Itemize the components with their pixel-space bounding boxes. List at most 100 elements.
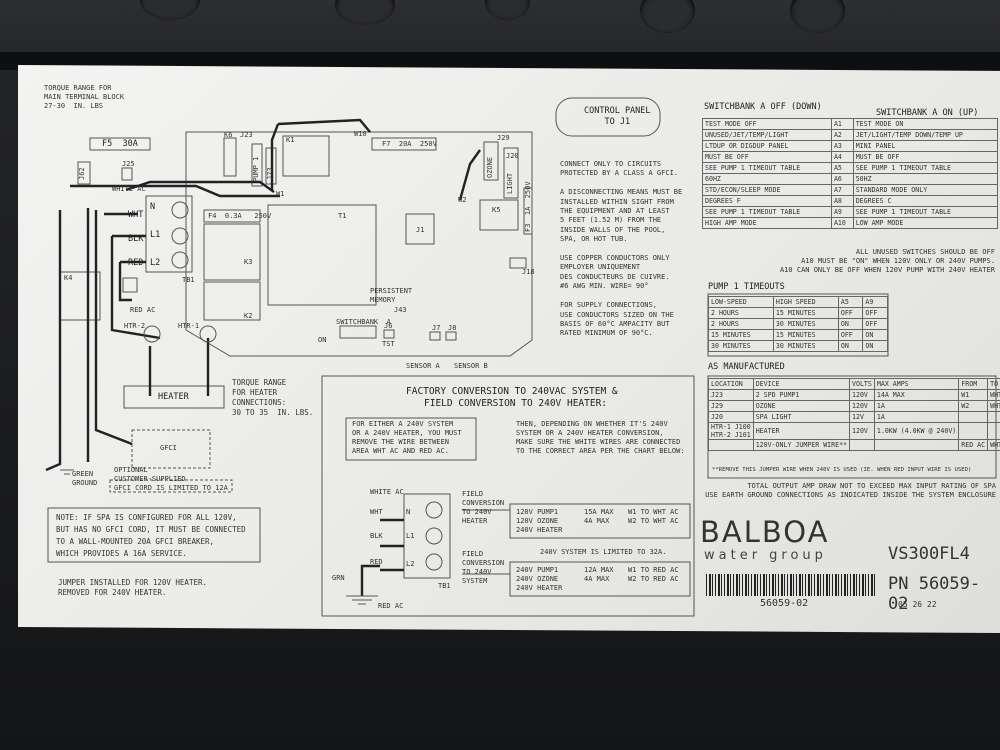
wht-label: WHT [128,210,144,220]
table-cell: 30 MINUTES [772,340,839,352]
table-cell: RED AC [958,439,989,451]
enclosure-bump [140,0,200,20]
table-cell: OFF [837,307,864,319]
table-cell: J20 [708,411,754,423]
barcode-text: 56059-02 [760,598,809,609]
table-cell [987,422,1000,440]
table-cell: 1.0KW (4.0KW @ 240V) [873,422,960,440]
table-cell: DEGREES F [702,195,832,207]
j18-label: J18 [522,268,535,276]
limit-note: 240V SYSTEM IS LIMITED TO 32A. [540,548,667,556]
red-label: RED [128,258,144,268]
table-cell: WHT AC [987,439,1000,451]
header-cell: MAX AMPS [873,378,960,390]
table-cell: 2 HOURS [708,318,774,330]
table-cell: HTR-1 J100 HTR-2 J101 [708,422,754,440]
field-heater-label: FIELD CONVERSION TO 240V HEATER [462,490,505,525]
k5-label: K5 [492,206,501,214]
sensor-a-label: SENSOR A [406,362,440,370]
torque-heater-text: TORQUE RANGE FOR HEATER CONNECTIONS: 30 … [232,378,314,417]
switchbank-on-title: SWITCHBANK A ON (UP) [876,108,979,118]
j62-label: J62 [78,167,86,180]
table-cell: SEE PUMP 1 TIMEOUT TABLE [702,206,832,218]
table-cell: LTDUP OR DIGDUP PANEL [702,140,832,152]
table-cell: 15 MINUTES [708,329,774,341]
htr2-label: HTR-2 [124,322,146,330]
factory-right-text: THEN, DEPENDING ON WHETHER IT'S 240V SYS… [516,420,685,455]
red-ac-label: RED AC [130,306,156,314]
table-cell [958,411,989,423]
j20-label: J20 [506,152,519,160]
table-cell: 30 MINUTES [772,318,839,330]
t1-label: T1 [338,212,347,220]
switchbank-label: SWITCHBANK A [336,318,391,326]
heater-label: HEATER [158,392,189,402]
factory-red-ac: RED AC [378,602,404,610]
table-cell: 15 MINUTES [772,329,839,341]
table-cell: 12V [849,411,875,423]
factory-l2: L2 [406,560,415,568]
header-cell: TO [987,378,1000,390]
table-cell: SEE PUMP 1 TIMEOUT TABLE [852,206,999,218]
f7-label: F7 20A 250V [382,140,437,148]
table-cell: TEST MODE ON [852,118,999,130]
k2-label: K2 [244,312,253,320]
header-cell: HIGH SPEED [772,296,839,308]
table-cell: OFF [862,307,888,319]
table-cell: LOW AMP MODE [852,217,999,229]
tb1-label: TB1 [182,276,195,284]
part-number: PN 56059-02 [888,574,981,614]
l2-label: L2 [150,258,161,268]
table-cell: A8 [830,195,854,207]
model-number: VS300FL4 [888,544,970,564]
heater-box-col3: W1 TO WHT AC W2 TO WHT AC [628,508,679,525]
factory-title-1: FACTORY CONVERSION TO 240VAC SYSTEM & [406,386,618,397]
factory-wht: WHT [370,508,383,516]
table-cell: OZONE [752,400,851,412]
as-manufactured-title: AS MANUFACTURED [708,362,785,372]
balboa-subtitle: water group [704,548,827,563]
table-row: J29OZONE120V1AW2WHT AC [708,400,1000,412]
table-cell: J23 [708,389,754,401]
k3-label: K3 [244,258,253,266]
l1-label: L1 [150,230,161,240]
table-cell: A4 [830,151,854,163]
table-cell: SPA LIGHT [752,411,851,423]
table-cell: HEATER [752,422,851,440]
j43-label: J43 [394,306,407,314]
green-ground-label: GREEN GROUND [72,470,98,487]
table-cell: HIGH AMP MODE [702,217,832,229]
table-cell: 30 MINUTES [708,340,774,352]
table-cell: MUST BE OFF [852,151,999,163]
heater-box-col1: 120V PUMP1 120V OZONE 240V HEATER [516,508,563,534]
field-system-label: FIELD CONVERSION TO 240V SYSTEM [462,550,505,585]
table-cell: SEE PUMP 1 TIMEOUT TABLE [702,162,832,174]
table-cell: OFF [837,329,864,341]
htr1-label: HTR-1 [178,322,200,330]
table-cell: TEST MODE OFF [702,118,832,130]
note-box-text: NOTE: IF SPA IS CONFIGURED FOR ALL 120V,… [56,513,246,558]
table-cell: A2 [830,129,854,141]
j6-label: J6 [384,322,393,330]
factory-white-ac: WHITE AC [370,488,404,496]
table-cell: A5 [830,162,854,174]
blk-label: BLK [128,234,144,244]
table-cell: 1A [873,411,960,423]
gfci-label: GFCI [160,444,177,452]
